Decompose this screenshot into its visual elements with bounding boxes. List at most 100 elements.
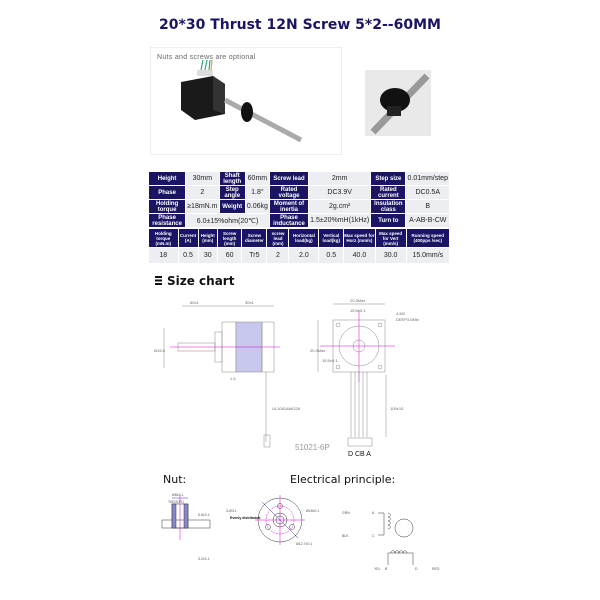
spec-label: Step size: [371, 172, 406, 185]
dim-holes: 4-M2: [396, 311, 406, 316]
spec-value: 0.06kg: [245, 200, 269, 213]
pin-c: C: [372, 534, 375, 538]
nut-thread-label: Tr5X2(P1): [168, 500, 184, 504]
pin-a: A: [372, 511, 375, 515]
perf-value: 40.0: [344, 248, 375, 263]
perf-header: Max speed for Vert (mm/s): [375, 229, 406, 247]
motor-image: [181, 59, 303, 143]
nut-drawing: Ø8±0.1 Tr5X2(P1) 6.5±0.1 3.2±0.1 3-Ø3.1 …: [161, 493, 440, 571]
perf-value: 0.5: [319, 248, 344, 263]
perf-header: Vertical load(kg): [319, 229, 344, 247]
perf-value: 2: [267, 248, 289, 263]
spec-label: Rated current: [371, 186, 406, 199]
spec-label: Phase resistance: [149, 214, 186, 227]
nut-pitch-dia-label: Ø12.7±0.1: [296, 542, 312, 546]
perf-value: 60: [218, 248, 242, 263]
page-title: 20*30 Thrust 12N Screw 5*2--60MM: [159, 17, 441, 33]
perf-value: 30: [198, 248, 218, 263]
size-chart-heading: Size chart: [155, 274, 234, 288]
perf-header: screw lead (mm): [267, 229, 289, 247]
perf-value: 0.5: [178, 248, 198, 263]
spec-value: DC0.5A: [406, 186, 449, 199]
nut-outer-dia-label: Ø18±0.1: [306, 509, 319, 513]
pin-b: B: [385, 567, 388, 571]
perf-value: 30.0: [375, 248, 406, 263]
pin-labels: D CB A: [348, 451, 371, 458]
spec-value: 0.01mm/step: [406, 172, 449, 185]
spec-value: DC3.9V: [309, 186, 371, 199]
nut-evenly-label: Evenly distributed: [230, 516, 260, 520]
dim-height: 20.3Max: [310, 348, 325, 353]
electrical-heading: Electrical principle:: [290, 473, 396, 486]
size-chart-label: Size chart: [167, 274, 235, 288]
spec-value: 2g.cm²: [309, 200, 371, 213]
dimension-drawing: 60±1 30±1 1.5 Ø15.5 UL1061AWG28 20.3Max …: [154, 298, 419, 458]
spec-label: Height: [149, 172, 186, 185]
dim-cable: UL1061AWG28: [272, 406, 301, 411]
wire-yel: YEL: [374, 567, 381, 571]
spec-label: Moment of inertia: [269, 200, 309, 213]
spec-value: 2: [186, 186, 219, 199]
perf-header: Current (A): [178, 229, 198, 247]
nut-h2-label: 3.2±0.1: [198, 557, 210, 561]
nut-holes-label: 3-Ø3.1: [226, 509, 237, 513]
photo-note: Nuts and screws are optional: [157, 54, 256, 61]
perf-value: 15.0mm/s: [406, 248, 449, 263]
perf-header: Screw diameter: [242, 229, 267, 247]
dim-flange: 1.5: [230, 376, 236, 381]
dim-width: 20.3Max: [350, 298, 365, 303]
wire-grn: GRN: [342, 511, 350, 515]
motor-photo: Nuts and screws are optional: [150, 47, 342, 155]
nut-heading: Nut:: [163, 473, 187, 486]
spec-label: Screw lead: [269, 172, 309, 185]
perf-value: 2.0: [289, 248, 319, 263]
perf-header: Max speed for Horz (mm/s): [344, 229, 375, 247]
spec-value: 2mm: [309, 172, 371, 185]
perf-value: Tr5: [242, 248, 267, 263]
wire-red: RED: [432, 567, 440, 571]
spec-value: A-AB-B-CW: [406, 214, 449, 227]
spec-value: 6.0±15%ohm(20℃): [186, 214, 269, 227]
pin-d: D: [415, 567, 418, 571]
nut-photo: [365, 70, 431, 136]
spec-value: 1.8°: [245, 186, 269, 199]
spec-label: Phase: [149, 186, 186, 199]
perf-header: Height (mm): [198, 229, 218, 247]
dim-body-length: 30±1: [245, 300, 255, 305]
nut-h1-label: 6.5±0.1: [198, 513, 210, 517]
perf-value: 18: [149, 248, 178, 263]
spec-value: 30mm: [186, 172, 219, 185]
wire-blk: BLK: [342, 534, 349, 538]
spec-label: Weight: [219, 200, 245, 213]
spec-value: ≥18mN.m: [186, 200, 219, 213]
perf-header: Running speed (400pps /sec): [406, 229, 449, 247]
spec-label: Shaft length: [219, 172, 245, 185]
dim-shaft-length: 60±1: [190, 300, 200, 305]
nut-dia-label: Ø8±0.1: [172, 493, 184, 497]
spec-label: Rated voltage: [269, 186, 309, 199]
dim-hole-pitch-v: 15.5±0.1: [322, 358, 338, 363]
dim-depth: DEEP3.0Min: [396, 317, 419, 322]
perf-header: Holding torque (mN.m): [149, 229, 178, 247]
connector-label: 51021-6P: [295, 443, 330, 452]
dim-lead-length: 100±10: [390, 406, 404, 411]
spec-value: 1.5±20%mH(1kHz): [309, 214, 371, 227]
list-icon: [155, 276, 162, 285]
spec-label: Insulation class: [371, 200, 406, 213]
spec-value: 60mm: [245, 172, 269, 185]
perf-header: Screw length (mm): [218, 229, 242, 247]
spec-label: Step angle: [219, 186, 245, 199]
dim-diameter: Ø15.5: [154, 348, 166, 353]
spec-value: B: [406, 200, 449, 213]
spec-label: Holding torque: [149, 200, 186, 213]
performance-table: Holding torque (mN.m)Current (A)Height (…: [148, 228, 450, 264]
dim-hole-pitch: 15.5±0.1: [350, 308, 366, 313]
spec-label: Turn to: [371, 214, 406, 227]
perf-header: Horizontal load(kg): [289, 229, 319, 247]
spec-label: Phase inductance: [269, 214, 309, 227]
